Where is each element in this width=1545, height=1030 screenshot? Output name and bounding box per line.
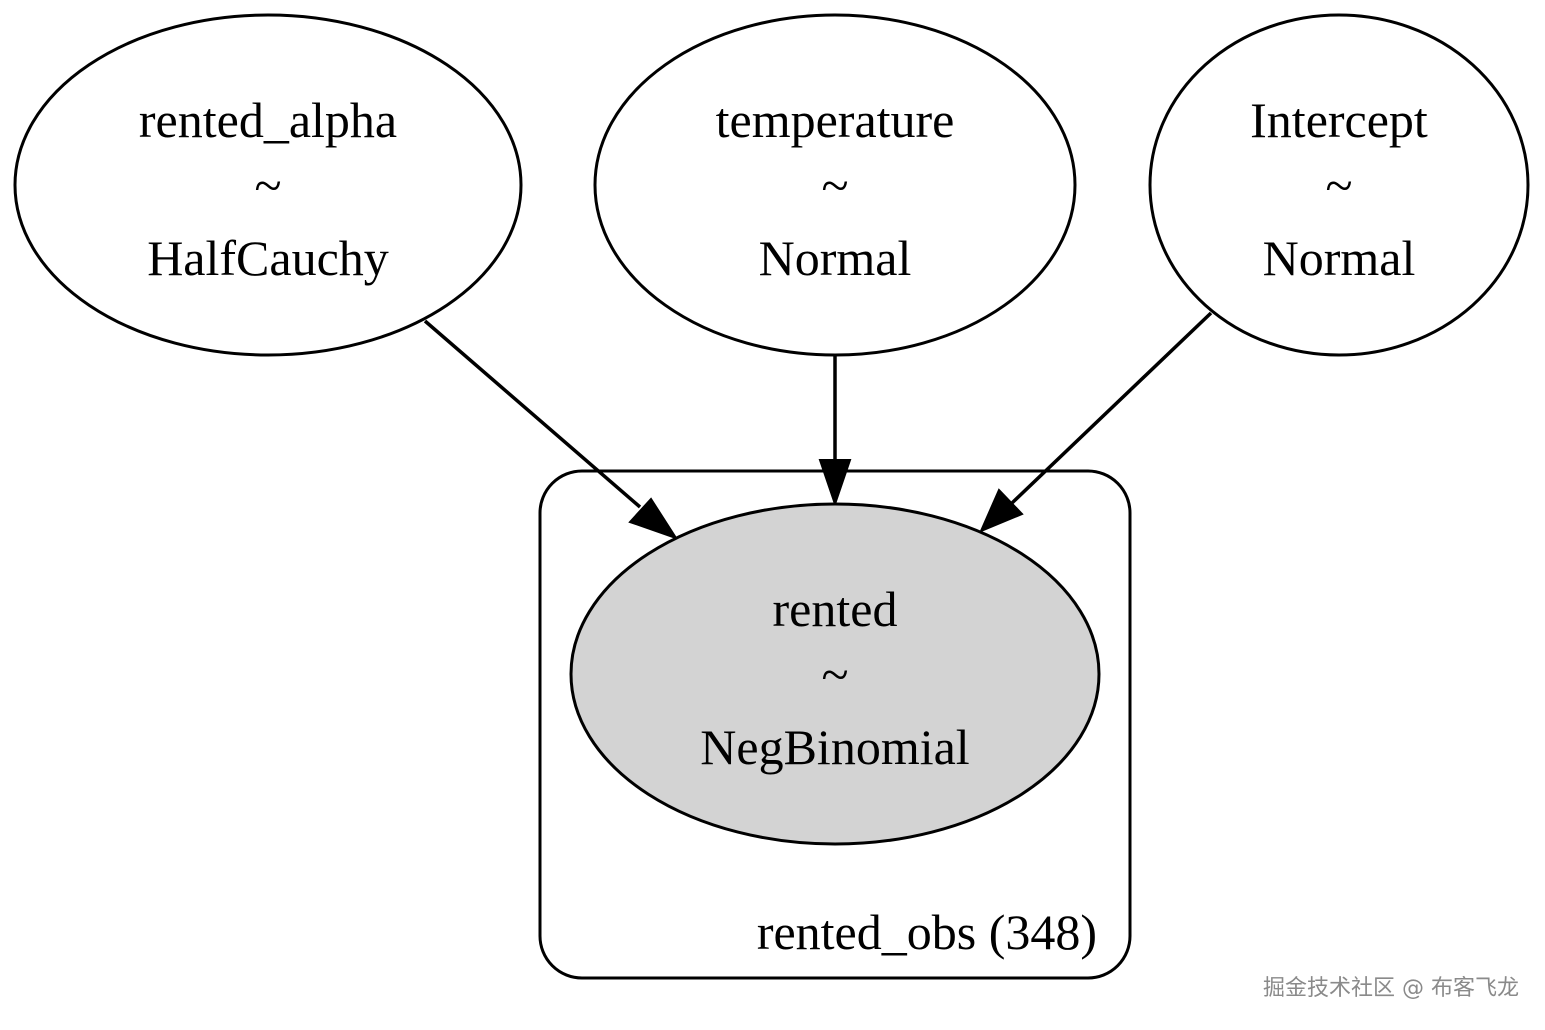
node-distribution: Normal bbox=[759, 230, 912, 286]
node-tilde: ~ bbox=[821, 646, 848, 702]
node-ellipse bbox=[1148, 13, 1530, 357]
node-distribution: HalfCauchy bbox=[147, 230, 389, 286]
node-name: rented_alpha bbox=[139, 92, 397, 148]
node-tilde: ~ bbox=[254, 157, 281, 213]
arrowhead-icon bbox=[818, 459, 852, 508]
node-distribution: Normal bbox=[1263, 230, 1416, 286]
node-tilde: ~ bbox=[821, 157, 848, 213]
node-tilde: ~ bbox=[1325, 157, 1352, 213]
edge-temperature-to-rented bbox=[818, 355, 852, 508]
node-name: rented bbox=[773, 581, 898, 637]
edge-rented-alpha-to-rented bbox=[423, 319, 679, 540]
node-ellipse-observed bbox=[569, 502, 1101, 846]
plate-label: rented_obs (348) bbox=[757, 904, 1097, 960]
node-temperature: temperature ~ Normal bbox=[593, 13, 1077, 357]
node-ellipse bbox=[13, 13, 523, 357]
node-distribution: NegBinomial bbox=[700, 719, 969, 775]
node-name: Intercept bbox=[1250, 92, 1428, 148]
node-rented: rented ~ NegBinomial bbox=[569, 502, 1101, 846]
node-ellipse bbox=[593, 13, 1077, 357]
watermark-text: 掘金技术社区 @ 布客飞龙 bbox=[1263, 976, 1519, 1001]
arrowhead-icon bbox=[628, 497, 679, 540]
arrowhead-icon bbox=[979, 488, 1024, 533]
node-rented-alpha: rented_alpha ~ HalfCauchy bbox=[13, 13, 523, 357]
node-intercept: Intercept ~ Normal bbox=[1148, 13, 1530, 357]
node-name: temperature bbox=[716, 92, 955, 148]
edge-intercept-to-rented bbox=[979, 311, 1213, 533]
